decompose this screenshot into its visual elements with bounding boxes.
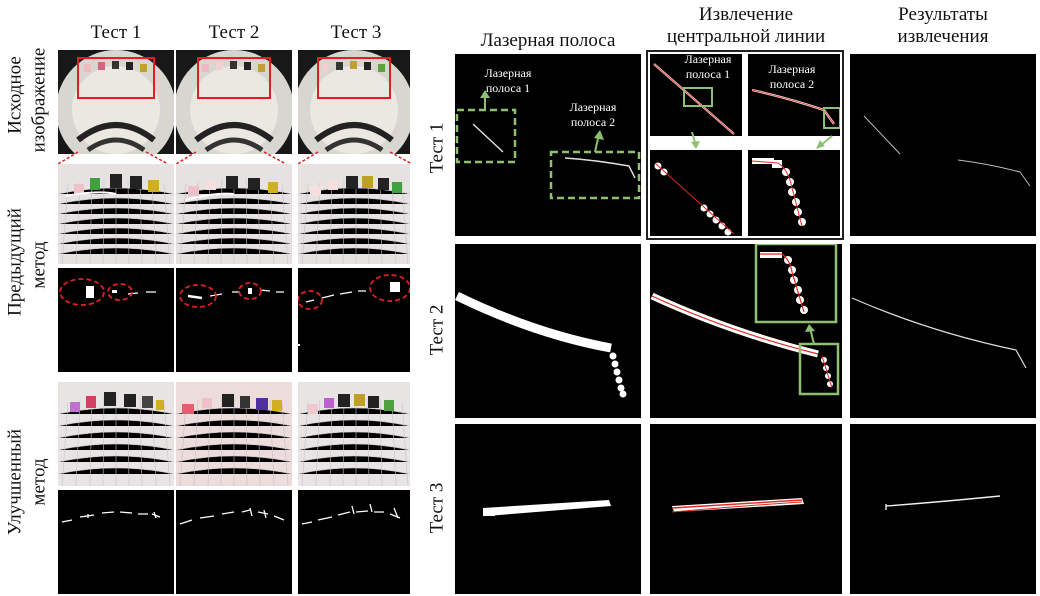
improved-binary-test1 xyxy=(58,490,174,594)
left-col-header-test2: Тест 2 xyxy=(208,22,260,43)
result-test3 xyxy=(850,424,1036,594)
result-test2 xyxy=(850,244,1036,418)
header-centerline-1: Извлечение xyxy=(698,4,794,25)
header-laser-stripe: Лазерная полоса xyxy=(480,30,616,51)
laser-stripe-test3 xyxy=(455,424,641,594)
previous-crop-test1 xyxy=(58,164,174,264)
centerline-zoom-arrows xyxy=(691,132,833,149)
row-label-source-1: Исходное xyxy=(4,56,26,134)
centerline-test2 xyxy=(650,244,842,418)
improved-crop-test2 xyxy=(176,382,292,486)
previous-binary-test1 xyxy=(58,268,174,372)
header-results-2: извлечения xyxy=(897,26,989,47)
previous-crop-test3 xyxy=(298,164,410,264)
centerline-test1-stripe2 xyxy=(748,54,840,136)
left-col-header-test3: Тест 3 xyxy=(330,22,382,43)
laser-stripe-test2 xyxy=(455,244,641,418)
right-row-label-test3: Тест 3 xyxy=(426,482,448,534)
previous-binary-test3 xyxy=(298,268,410,372)
source-image-test3 xyxy=(298,50,410,154)
row-label-source-2: изображение xyxy=(28,47,50,153)
right-row-label-test1: Тест 1 xyxy=(426,122,448,174)
source-image-test1 xyxy=(58,50,174,154)
centerline-test3 xyxy=(650,424,842,594)
row-label-previous-1: Предыдущий xyxy=(4,208,26,316)
header-centerline-2: центральной линии xyxy=(666,26,826,47)
header-results-1: Результаты xyxy=(898,4,988,25)
centerline-test1-zoom1 xyxy=(650,150,742,236)
centerline-test1-stripe1 xyxy=(650,54,742,136)
centerline-test1-zoom2 xyxy=(748,150,840,236)
left-col-header-test1: Тест 1 xyxy=(90,22,142,43)
result-test1 xyxy=(850,54,1036,236)
improved-binary-test3 xyxy=(298,490,410,594)
laser-stripe-test1 xyxy=(455,54,641,236)
callout-stripe2-line2: полоса 2 xyxy=(570,115,616,129)
callout-stripe1-line1: Лазерная xyxy=(484,66,532,80)
improved-binary-test2 xyxy=(176,490,292,594)
callout-stripe1-line2: полоса 1 xyxy=(485,81,531,95)
row-label-improved-1: Улучшенный xyxy=(4,428,26,536)
callout-centerline-stripe2-line2: полоса 2 xyxy=(769,77,815,91)
improved-crop-test3 xyxy=(298,382,410,486)
source-image-test2 xyxy=(176,50,292,154)
improved-crop-test1 xyxy=(58,382,174,486)
right-row-label-test2: Тест 2 xyxy=(426,304,448,356)
crop-zoom-lines xyxy=(57,151,413,165)
callout-centerline-stripe1-line1: Лазерная xyxy=(684,52,732,66)
callout-centerline-stripe2-line1: Лазерная xyxy=(768,62,816,76)
row-label-improved-2: метод xyxy=(28,458,50,506)
callout-centerline-stripe1-line2: полоса 1 xyxy=(685,67,731,81)
row-label-previous-2: метод xyxy=(28,241,50,289)
previous-binary-test2 xyxy=(176,268,292,372)
callout-stripe2-line1: Лазерная xyxy=(569,100,617,114)
previous-crop-test2 xyxy=(176,164,292,264)
